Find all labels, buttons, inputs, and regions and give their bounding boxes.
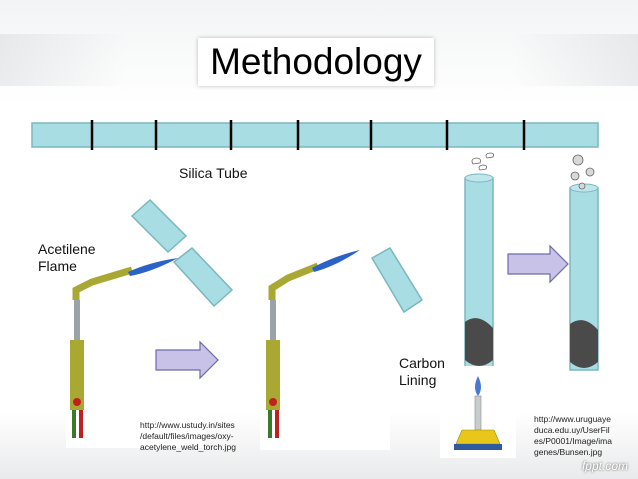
vertical-tube-1 bbox=[464, 152, 494, 369]
torch-illustration-right bbox=[260, 250, 390, 450]
carbon-lining-label: Carbon Lining bbox=[399, 355, 445, 388]
acetilene-flame-label: Acetilene Flame bbox=[38, 241, 96, 274]
bunsen-burner bbox=[440, 366, 516, 458]
tube-strip bbox=[31, 120, 599, 150]
torch-image-credit: http://www.ustudy.in/sites /default/file… bbox=[140, 420, 236, 452]
watermark: fppt.com bbox=[581, 459, 628, 473]
slide-title: Methodology bbox=[210, 41, 422, 82]
process-arrow-2 bbox=[507, 244, 569, 284]
broken-silica-tube bbox=[130, 198, 234, 308]
bunsen-image-credit: http://www.uruguaye duca.edu.uy/UserFil … bbox=[534, 414, 612, 457]
process-arrow-1 bbox=[155, 340, 219, 380]
title-box bbox=[198, 38, 434, 86]
heated-tube-end bbox=[370, 246, 424, 314]
silica-tube-label: Silica Tube bbox=[179, 165, 248, 181]
vertical-tube-2 bbox=[569, 154, 599, 371]
